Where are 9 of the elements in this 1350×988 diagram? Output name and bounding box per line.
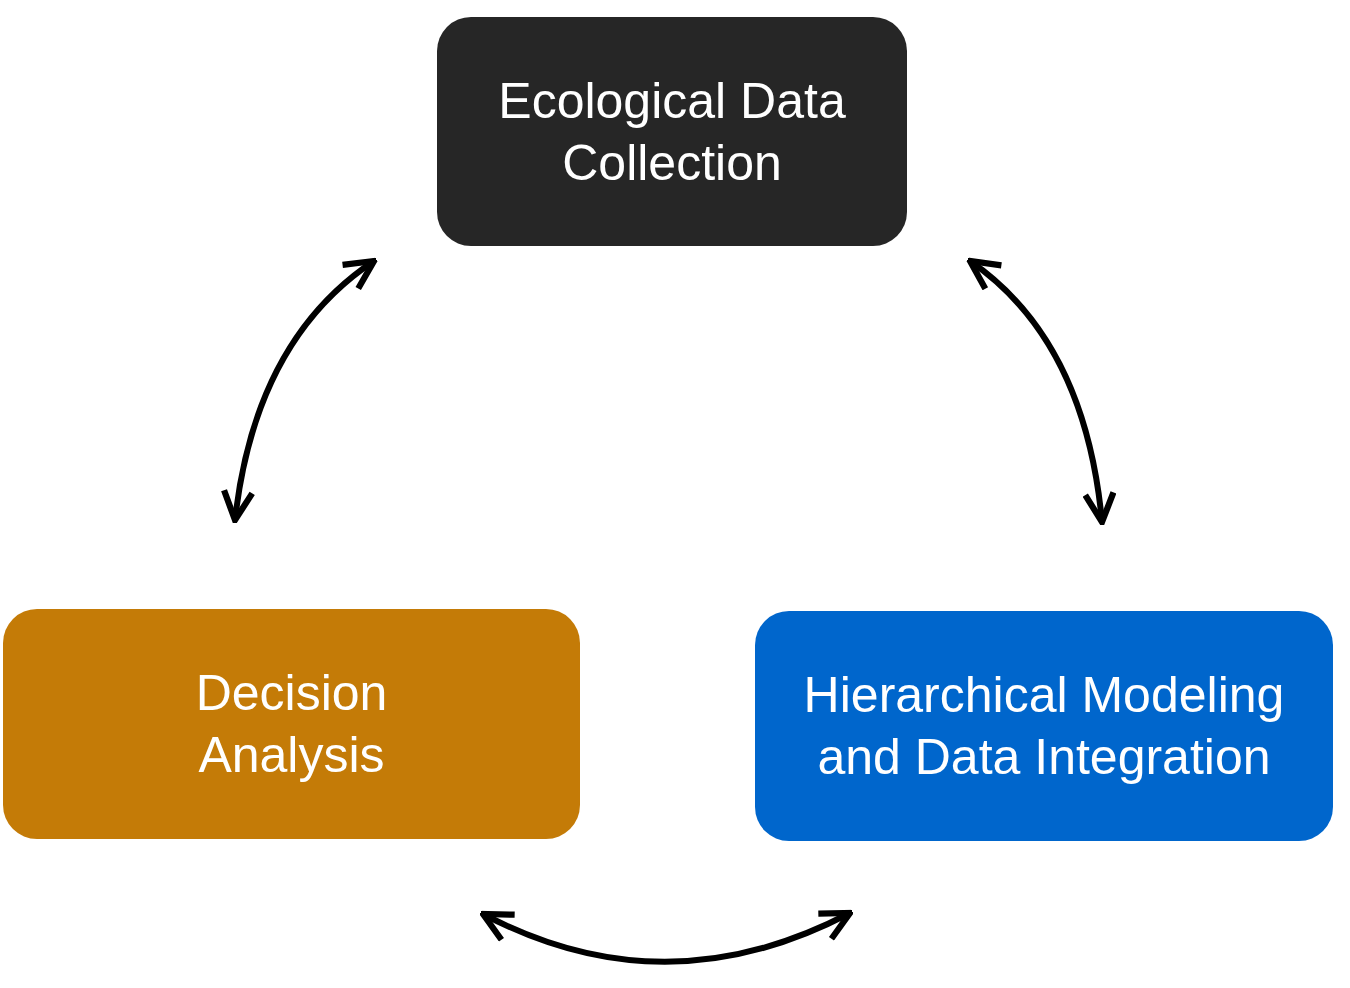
process-box: [755, 611, 1333, 841]
box-label: Ecological Data Collection: [497, 71, 847, 193]
process-box: [437, 17, 907, 246]
double-arrow: [479, 909, 854, 965]
box-label: Hierarchical Modeling and Data Integration: [802, 666, 1286, 787]
double-arrow: [221, 257, 378, 524]
box-label: Decision Analysis: [194, 664, 389, 785]
double-arrow: [966, 257, 1116, 526]
process-box: [3, 609, 580, 839]
